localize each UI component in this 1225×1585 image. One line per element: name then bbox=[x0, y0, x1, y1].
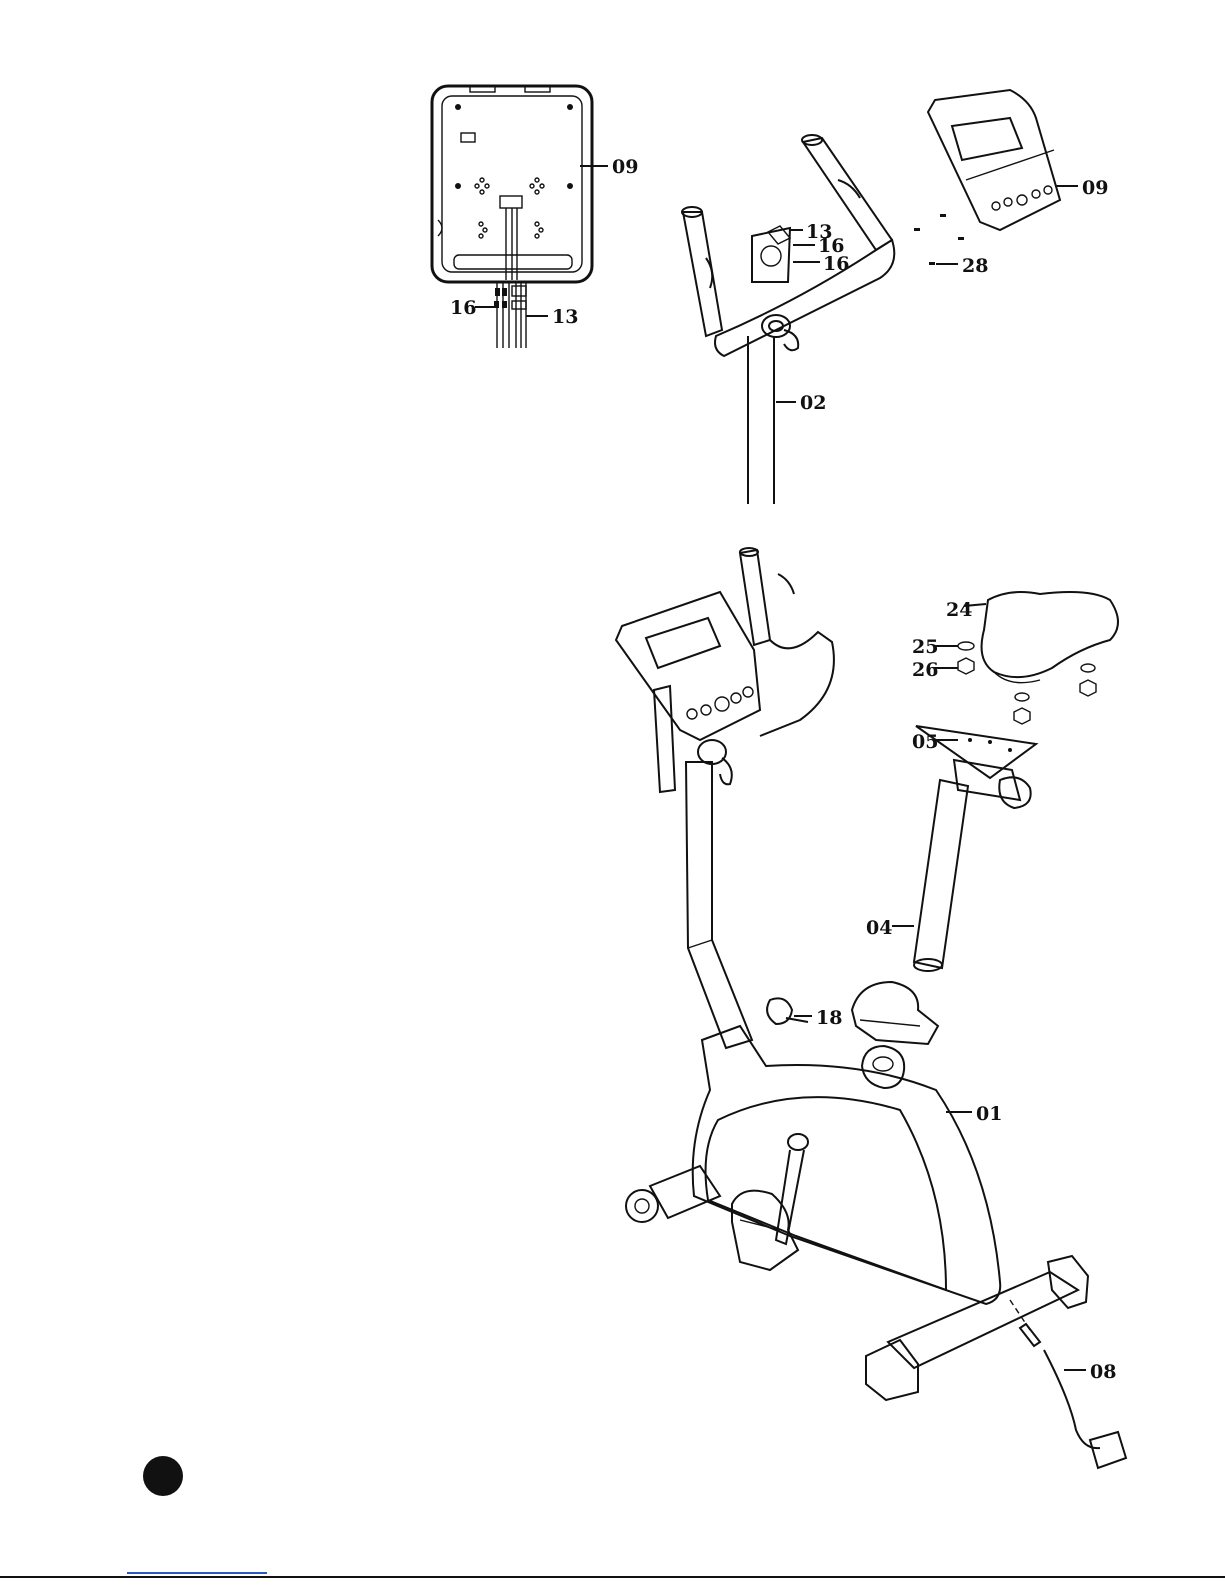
callout-28: 28 bbox=[962, 255, 988, 277]
callout-18: 18 bbox=[816, 1007, 842, 1029]
callout-16-sensor-b: 16 bbox=[823, 253, 849, 275]
callout-09-front: 09 bbox=[1082, 177, 1108, 199]
bike-assembly bbox=[616, 548, 1126, 1468]
callout-09-back: 09 bbox=[612, 156, 638, 178]
handlebar-assembly bbox=[682, 135, 894, 504]
callout-25: 25 bbox=[912, 636, 938, 658]
callout-01: 01 bbox=[976, 1103, 1002, 1125]
callout-02: 02 bbox=[800, 392, 826, 414]
screws-28 bbox=[914, 214, 964, 265]
console-front bbox=[928, 90, 1060, 230]
callout-08: 08 bbox=[1090, 1361, 1116, 1383]
callout-05: 05 bbox=[912, 731, 938, 753]
footer-rule bbox=[0, 1576, 1225, 1578]
footer-link-underline[interactable] bbox=[127, 1572, 267, 1574]
callout-16-left: 16 bbox=[450, 297, 476, 319]
callout-26: 26 bbox=[912, 659, 938, 681]
callout-24: 24 bbox=[946, 599, 972, 621]
page-marker-dot bbox=[143, 1456, 183, 1496]
callout-13-left: 13 bbox=[552, 306, 578, 328]
callout-04: 04 bbox=[866, 917, 892, 939]
